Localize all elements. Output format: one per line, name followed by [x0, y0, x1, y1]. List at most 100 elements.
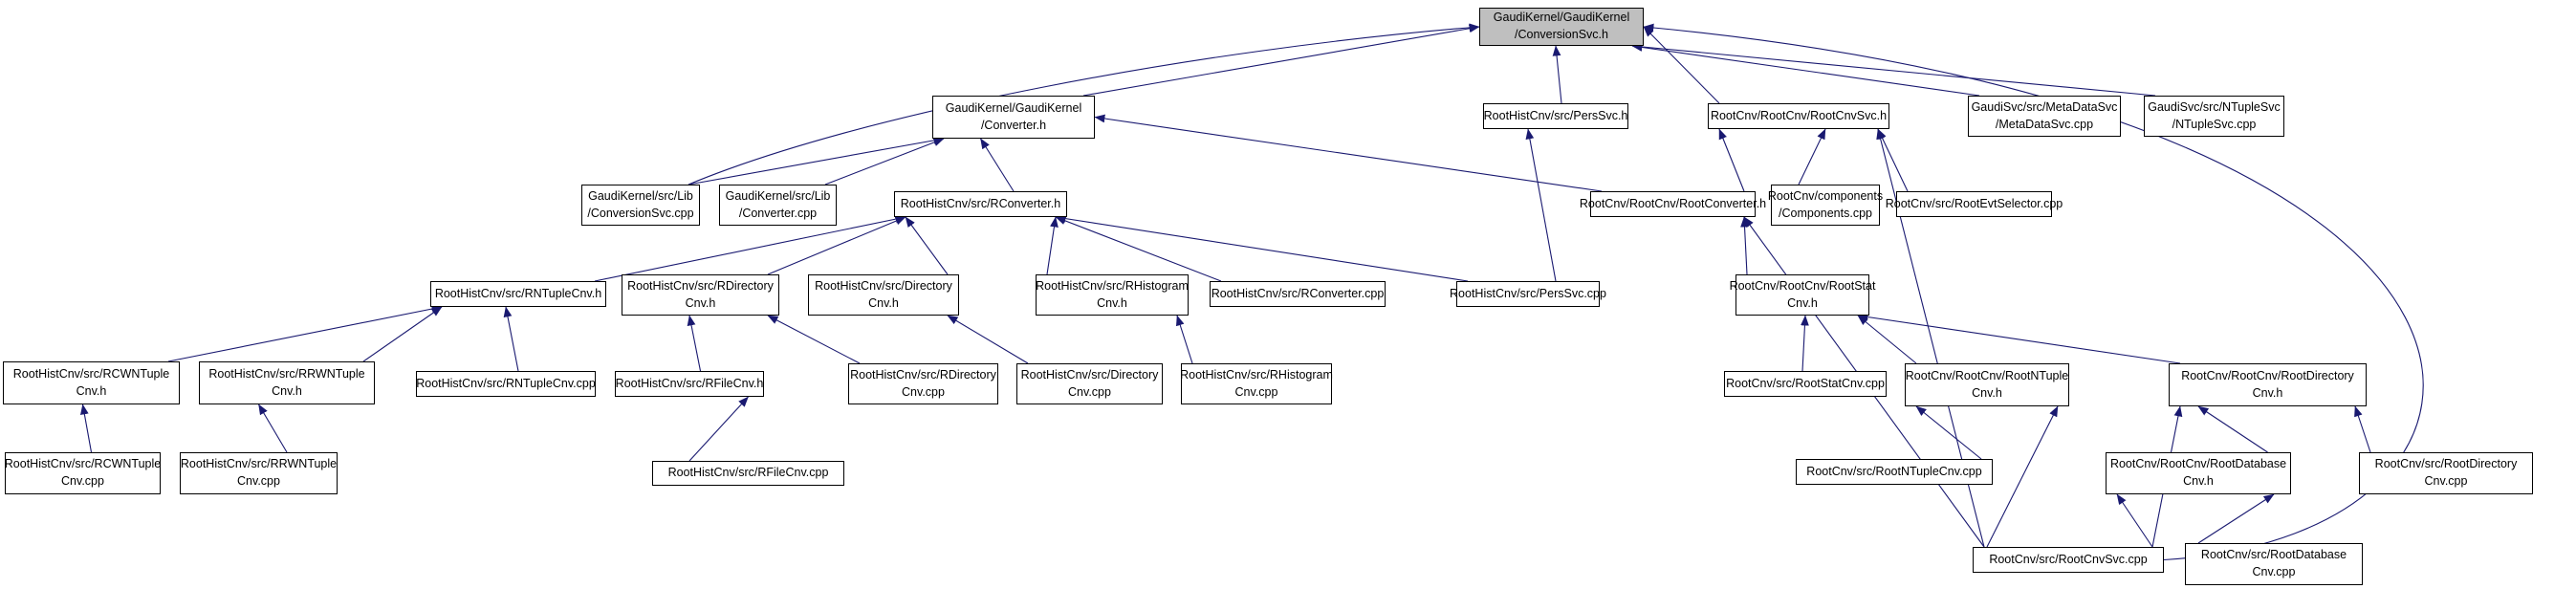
node-rootevtselector_cpp[interactable]: RootCnv/src/RootEvtSelector.cpp — [1886, 191, 2063, 217]
edge-rconverter_h-to-converter_h — [980, 138, 1015, 192]
node-label-line: RootCnv/src/RootDirectory — [2374, 457, 2518, 471]
node-label-line: GaudiKernel/src/Lib — [588, 188, 693, 203]
node-label-line: GaudiSvc/src/MetaDataSvc — [1971, 99, 2118, 114]
node-label-line: RootCnv/src/RootDatabase — [2200, 548, 2347, 562]
edge-rootdatabasecnv_cpp-to-rootdatabasecnv_h — [2197, 493, 2275, 544]
node-rootcnvsvc_cpp[interactable]: RootCnv/src/RootCnvSvc.cpp — [1973, 547, 2164, 573]
node-rfilecnv_h[interactable]: RootHistCnv/src/RFileCnv.h — [615, 371, 764, 397]
node-label-line: RootHistCnv/src/RFileCnv.cpp — [667, 466, 829, 480]
edge-rootevtselector_cpp-to-rootcnvsvc_h — [1877, 128, 1909, 192]
edge-rhistogramcnv_h-to-rconverter_h — [1046, 216, 1059, 275]
node-label-line: RootHistCnv/src/RRWNTuple — [180, 457, 338, 471]
node-metadatasvc_cpp[interactable]: GaudiSvc/src/MetaDataSvc/MetaDataSvc.cpp — [1968, 96, 2121, 137]
node-label-line: RootHistCnv/src/RDirectory — [627, 278, 774, 293]
node-lib_converter_cpp[interactable]: GaudiKernel/src/Lib/Converter.cpp — [719, 185, 837, 226]
node-lib_conversionsvc_cpp[interactable]: GaudiKernel/src/Lib/ConversionSvc.cpp — [581, 185, 700, 226]
edge-ntuplesvc_cpp-to-conversionsvc_h — [1631, 42, 2156, 97]
node-perssvc_h[interactable]: RootHistCnv/src/PersSvc.h — [1483, 103, 1628, 129]
edge-components_cpp-to-rootcnvsvc_h — [1798, 128, 1826, 185]
node-rfilecnv_cpp[interactable]: RootHistCnv/src/RFileCnv.cpp — [652, 461, 844, 486]
node-perssvc_cpp[interactable]: RootHistCnv/src/PersSvc.cpp — [1450, 281, 1606, 307]
node-label-line: RootHistCnv/src/RConverter.cpp — [1211, 286, 1385, 300]
node-label-line: RootHistCnv/src/RConverter.h — [900, 196, 1061, 210]
edge-rootntuplecnv_h-to-rootstatcnv_h — [1857, 315, 1917, 364]
node-rootntuplecnv_cpp[interactable]: RootCnv/src/RootNTupleCnv.cpp — [1796, 459, 1993, 485]
node-rootstatcnv_cpp[interactable]: RootCnv/src/RootStatCnv.cpp — [1724, 371, 1887, 397]
node-label-line: RootCnv/src/RootStatCnv.cpp — [1726, 376, 1885, 390]
node-label-line: Cnv.h — [2252, 385, 2283, 400]
node-rntuplecnv_h[interactable]: RootHistCnv/src/RNTupleCnv.h — [430, 281, 606, 307]
node-components_cpp[interactable]: RootCnv/components/Components.cpp — [1767, 185, 1884, 226]
node-label-line: /NTupleSvc.cpp — [2172, 117, 2257, 131]
edge-rootcnvsvc_h-to-conversionsvc_h — [1643, 26, 1720, 104]
node-label-line: Cnv.cpp — [237, 474, 280, 488]
node-label-line: RootCnv/src/RootNTupleCnv.cpp — [1806, 464, 1982, 478]
edge-rootconverter_h-to-rootcnvsvc_h — [1718, 128, 1745, 192]
node-label-line: RootCnv/RootCnv/RootStat — [1729, 278, 1876, 293]
node-rootcnvsvc_h[interactable]: RootCnv/RootCnv/RootCnvSvc.h — [1708, 103, 1889, 129]
node-label-line: RootHistCnv/src/Directory — [1020, 367, 1159, 382]
node-label-line: /Converter.cpp — [738, 206, 818, 220]
edge-rootstatcnv_h-to-rootconverter_h — [1740, 216, 1749, 275]
node-label-line: Cnv.h — [2183, 474, 2214, 488]
edge-lib_conversionsvc_cpp-to-conversionsvc_h — [688, 23, 1480, 185]
node-label-line: Cnv.cpp — [1234, 384, 1278, 399]
node-label-line: Cnv.h — [272, 383, 302, 398]
edge-rhistogramcnv_cpp-to-rhistogramcnv_h — [1175, 315, 1193, 364]
node-rntuplecnv_cpp[interactable]: RootHistCnv/src/RNTupleCnv.cpp — [416, 371, 596, 397]
node-label-line: /Components.cpp — [1779, 206, 1872, 220]
node-rconverter_cpp[interactable]: RootHistCnv/src/RConverter.cpp — [1210, 281, 1386, 307]
node-ntuplesvc_cpp[interactable]: GaudiSvc/src/NTupleSvc/NTupleSvc.cpp — [2144, 96, 2284, 137]
node-label-line: Cnv.cpp — [2424, 474, 2468, 488]
node-label-line: Cnv.h — [1972, 385, 2002, 400]
node-conversionsvc_h: GaudiKernel/GaudiKernel/ConversionSvc.h — [1479, 8, 1644, 46]
node-label-line: RootCnv/src/RootCnvSvc.cpp — [1989, 552, 2148, 566]
edge-rootdirectorycnv_h-to-rootstatcnv_h — [1857, 313, 2181, 364]
node-label-line: Cnv.cpp — [2252, 565, 2296, 578]
node-label-line: GaudiKernel/GaudiKernel — [1493, 11, 1630, 25]
node-label-line: RootHistCnv/src/PersSvc.h — [1483, 108, 1628, 122]
node-label-line: /MetaDataSvc.cpp — [1995, 117, 2094, 131]
node-label-line: Cnv.h — [1787, 295, 1818, 310]
edge-rcwntuplecnv_h-to-rntuplecnv_h — [167, 304, 443, 362]
node-converter_h[interactable]: GaudiKernel/GaudiKernel/Converter.h — [932, 96, 1095, 139]
node-label-line: RootHistCnv/src/RHistogram — [1036, 278, 1189, 293]
node-label-line: RootHistCnv/src/Directory — [815, 278, 952, 293]
edge-rootdirectorycnv_cpp-to-rootdirectorycnv_h — [2354, 405, 2371, 453]
node-rootconverter_h[interactable]: RootCnv/RootCnv/RootConverter.h — [1580, 191, 1766, 217]
node-label-line: Cnv.cpp — [61, 474, 104, 488]
node-label-line: RootHistCnv/src/PersSvc.cpp — [1450, 286, 1606, 300]
edge-rntuplecnv_cpp-to-rntuplecnv_h — [503, 306, 519, 372]
node-label-line: RootCnv/components — [1767, 188, 1884, 203]
node-label-line: RootHistCnv/src/RNTupleCnv.h — [434, 286, 602, 300]
node-label-line: Cnv.cpp — [902, 384, 945, 399]
edge-metadatasvc_cpp-to-conversionsvc_h — [1631, 43, 1980, 97]
node-label-line: RootCnv/RootCnv/RootDatabase — [2109, 457, 2287, 471]
node-label-line: RootHistCnv/src/RCWNTuple — [4, 457, 162, 471]
node-label-line: RootCnv/src/RootEvtSelector.cpp — [1885, 196, 2063, 210]
edge-rootconverter_h-to-converter_h — [1094, 114, 1603, 192]
edge-perssvc_cpp-to-perssvc_h — [1525, 128, 1557, 282]
node-rconverter_h[interactable]: RootHistCnv/src/RConverter.h — [894, 191, 1067, 217]
node-label-line: /Converter.h — [980, 118, 1047, 132]
edge-converter_h-to-conversionsvc_h — [1082, 24, 1480, 97]
edge-rootcnvsvc_cpp-to-conversionsvc_h — [1643, 23, 2424, 561]
